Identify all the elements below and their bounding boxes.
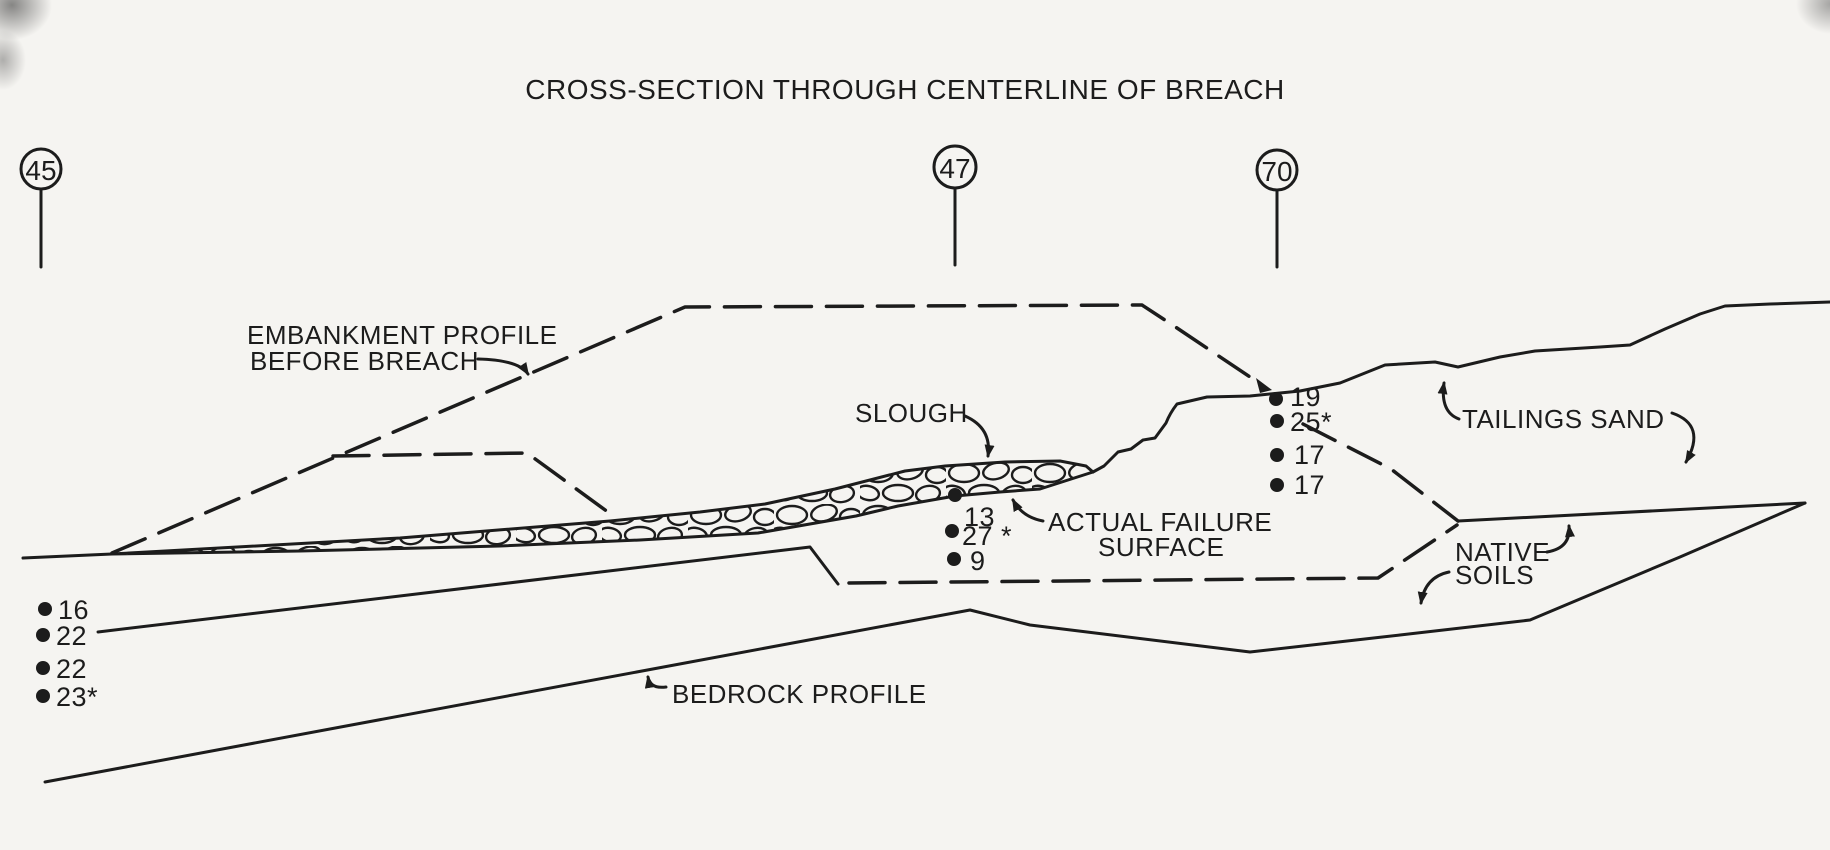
embankment-annotation: EMBANKMENT PROFILE BEFORE BREACH: [247, 320, 557, 376]
failure-arrow: [1011, 498, 1045, 523]
borehole-70-label: 70: [1261, 156, 1292, 187]
measurement-value: 17: [1294, 470, 1325, 500]
dashed-profile-arrowhead: [1256, 378, 1272, 393]
measurement-value: 23*: [56, 682, 98, 712]
bedrock-profile-line: [43, 501, 1807, 784]
tailings-arrow-left: [1437, 381, 1461, 421]
failure-surface-annotation: ACTUAL FAILURE SURFACE: [1011, 498, 1272, 562]
slough-arrow: [963, 414, 995, 458]
borehole-47-label: 47: [939, 153, 970, 184]
measurement-column-70: 19 25* 17 17: [1269, 382, 1332, 500]
native-soils-annotation: NATIVE SOILS: [1417, 524, 1575, 605]
measurement-value: 25*: [1290, 407, 1332, 437]
embankment-label-line1: EMBANKMENT PROFILE: [247, 320, 557, 350]
bedrock-arrow: [644, 675, 668, 689]
tailings-annotation: TAILINGS SAND: [1437, 381, 1696, 464]
tailings-arrow-right: [1670, 411, 1696, 464]
embankment-bench-dashed: [331, 451, 614, 517]
measurement-value: 22: [56, 654, 87, 684]
measurement-value: 19: [1290, 382, 1321, 412]
foundation-line: [96, 545, 840, 634]
slough-lens: [110, 459, 1095, 556]
native-label-line1: NATIVE: [1455, 537, 1550, 567]
measurement-value: 17: [1294, 440, 1325, 470]
measurement-value: 16: [58, 595, 89, 625]
borehole-marker-47: 47: [932, 144, 978, 267]
borehole-marker-45: 45: [19, 147, 63, 269]
borehole-45-label: 45: [25, 155, 56, 186]
measurement-value: 13: [964, 502, 995, 532]
native-arrow-left: [1417, 570, 1451, 605]
bedrock-annotation: BEDROCK PROFILE: [644, 675, 927, 709]
measurement-value: 22: [56, 621, 87, 651]
left-ground-line: [21, 552, 114, 560]
measurement-value: 9: [970, 546, 986, 576]
embankment-arrow: [476, 357, 530, 376]
measurement-value: 27 *: [962, 521, 1012, 551]
slough-label: SLOUGH: [855, 398, 968, 428]
native-label-line2: SOILS: [1455, 560, 1534, 590]
failure-label-line2: SURFACE: [1098, 532, 1224, 562]
tailings-label: TAILINGS SAND: [1462, 404, 1665, 434]
measurement-column-47: 13 27 * 9: [945, 488, 1012, 576]
measurement-column-45: 16 22 22 23*: [36, 595, 98, 712]
bedrock-label: BEDROCK PROFILE: [672, 679, 927, 709]
embankment-profile-dashed: [110, 303, 1460, 585]
post-failure-surface: [1091, 300, 1830, 474]
embankment-label-line2: BEFORE BREACH: [250, 346, 479, 376]
failure-label-line1: ACTUAL FAILURE: [1048, 507, 1272, 537]
borehole-marker-70: 70: [1255, 148, 1299, 269]
native-arrow-right: [1545, 524, 1575, 554]
native-soils-wedge-top: [1456, 501, 1807, 523]
figure-title: CROSS-SECTION THROUGH CENTERLINE OF BREA…: [525, 74, 1284, 105]
slough-cobble-texture: [112, 461, 1093, 554]
slough-annotation: SLOUGH: [855, 398, 995, 458]
